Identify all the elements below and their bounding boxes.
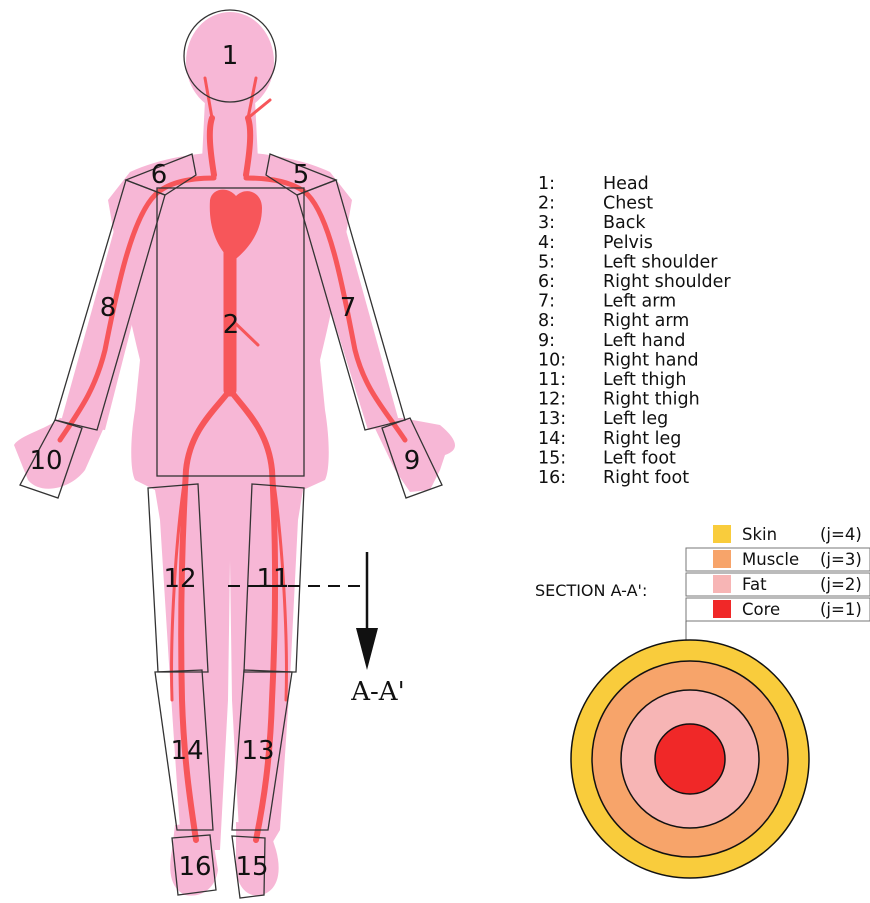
legend-number: 15: — [538, 448, 566, 468]
body-silhouette — [14, 12, 455, 896]
layer-index-skin: (j=4) — [820, 525, 862, 544]
segment-label: 7 — [340, 293, 357, 323]
legend-segment-name: Right hand — [603, 350, 699, 370]
skin-swatch — [713, 525, 731, 543]
section-title: SECTION A-A': — [535, 581, 647, 600]
layer-name-muscle: Muscle — [742, 550, 799, 569]
legend-number: 9: — [538, 331, 555, 351]
legend-number: 13: — [538, 409, 566, 429]
segment-label: 6 — [151, 160, 168, 190]
legend-segment-name: Left foot — [603, 448, 676, 468]
legend-segment-name: Right thigh — [603, 390, 700, 410]
segment-label: 15 — [235, 852, 268, 882]
segment-label: 16 — [178, 852, 211, 882]
legend-segment-name: Right shoulder — [603, 272, 731, 292]
segment-label: 10 — [29, 446, 62, 476]
layer-name-fat: Fat — [742, 575, 767, 594]
layer-name-core: Core — [742, 600, 780, 619]
legend-number: 12: — [538, 390, 566, 410]
layer-name-skin: Skin — [742, 525, 777, 544]
segment-label: 13 — [241, 736, 274, 766]
legend-number: 16: — [538, 468, 566, 488]
legend-number: 2: — [538, 194, 555, 214]
legend-segment-name: Right arm — [603, 311, 689, 331]
legend-number: 10: — [538, 350, 566, 370]
layer-index-fat: (j=2) — [820, 575, 862, 594]
segment-label: 8 — [100, 293, 117, 323]
core-layer — [655, 724, 725, 794]
legend-number: 14: — [538, 429, 566, 449]
legend-number: 4: — [538, 233, 555, 253]
section-cut-label: A-A' — [350, 677, 405, 707]
segment-label: 14 — [170, 736, 203, 766]
legend-segment-name: Pelvis — [603, 233, 653, 253]
arrow-down-icon — [356, 628, 378, 670]
segment-label: 11 — [256, 564, 289, 594]
legend-number: 1: — [538, 174, 555, 194]
legend-segment-name: Right foot — [603, 468, 689, 488]
core-swatch — [713, 600, 731, 618]
segment-label: 5 — [293, 160, 310, 190]
cross-section — [571, 640, 809, 878]
legend-number: 7: — [538, 292, 555, 312]
legend-number: 11: — [538, 370, 566, 390]
legend-number: 8: — [538, 311, 555, 331]
legend-number: 3: — [538, 213, 555, 233]
muscle-swatch — [713, 550, 731, 568]
legend-segment-name: Left shoulder — [603, 252, 718, 272]
legend-number: 6: — [538, 272, 555, 292]
legend-segment-name: Head — [603, 174, 649, 194]
fat-swatch — [713, 575, 731, 593]
legend-segment-name: Left thigh — [603, 370, 687, 390]
legend-segment-name: Left arm — [603, 292, 676, 312]
segment-label: 2 — [223, 310, 240, 340]
legend-segment-name: Right leg — [603, 429, 681, 449]
segment-label: 12 — [163, 564, 196, 594]
legend-segment-name: Chest — [603, 194, 653, 214]
segment-label: 1 — [222, 41, 239, 71]
segment-label: 9 — [404, 446, 421, 476]
segment-legend: 1: Head 2: Chest 3: Back 4: Pelvis 5: Left should… — [538, 174, 731, 488]
legend-segment-name: Left hand — [603, 331, 686, 351]
legend-segment-name: Back — [603, 213, 646, 233]
layer-index-core: (j=1) — [820, 600, 862, 619]
layer-index-muscle: (j=3) — [820, 550, 862, 569]
legend-number: 5: — [538, 252, 555, 272]
legend-segment-name: Left leg — [603, 409, 668, 429]
